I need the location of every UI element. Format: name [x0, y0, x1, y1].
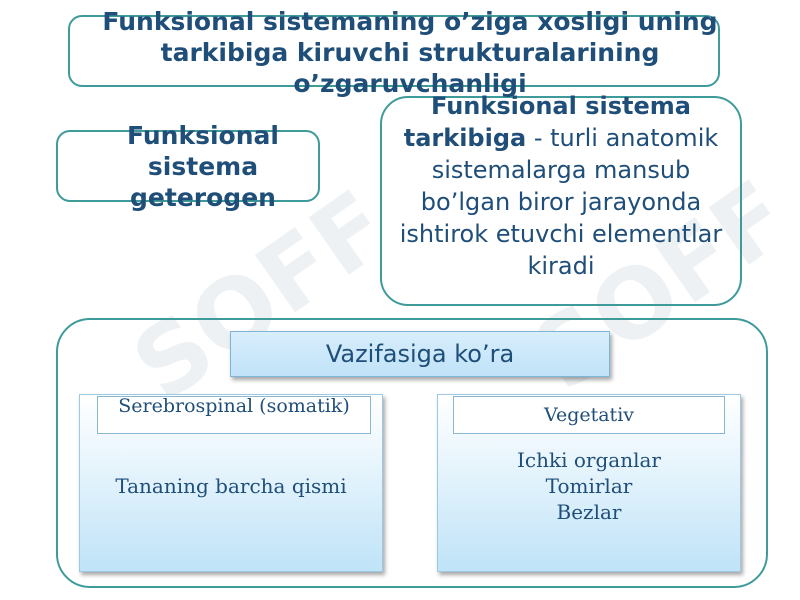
classification-container — [56, 318, 768, 588]
vegetative-item: Bezlar — [556, 500, 622, 524]
composition-description: - turli anatomik sistemalarga mansub bo’… — [399, 124, 723, 280]
title-box — [68, 15, 720, 87]
vegetative-label: Vegetativ — [453, 396, 725, 434]
vegetative-item: Ichki organlar — [517, 448, 661, 472]
vegetative-body: Ichki organlar Tomirlar Bezlar — [438, 447, 740, 525]
heterogeneous-box — [56, 130, 320, 202]
heterogeneous-text: Funksional sistema geterogen — [127, 121, 279, 212]
somatic-label: Serebrospinal (somatik) — [97, 396, 371, 434]
vegetative-panel: Vegetativ Ichki organlar Tomirlar Bezlar — [437, 394, 741, 572]
composition-box — [380, 96, 742, 306]
classification-header: Vazifasiga ko’ra — [230, 331, 610, 377]
composition-bold: Funksional sistema tarkibiga — [403, 92, 691, 152]
vegetative-item: Tomirlar — [545, 474, 633, 498]
somatic-body: Tananing barcha qismi — [115, 474, 347, 498]
composition-text: Funksional sistema tarkibiga - turli ana… — [396, 90, 726, 282]
diagram-title: Funksional sistemaning o’ziga xosligi un… — [102, 7, 718, 98]
somatic-panel: Serebrospinal (somatik) Tananing barcha … — [79, 394, 383, 572]
